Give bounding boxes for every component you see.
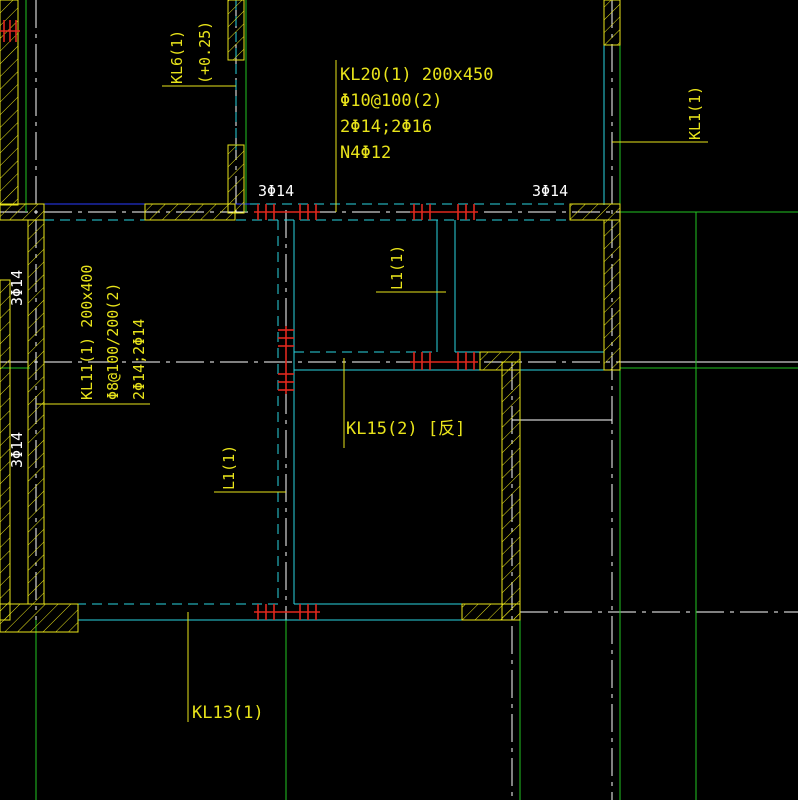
- wall-right-lower: [501, 361, 521, 621]
- label-kl11-stirrup: Φ8@100/200(2): [104, 283, 122, 400]
- label-left-bars-top: 3Φ14: [8, 270, 26, 306]
- hatched-walls: [0, 0, 621, 633]
- wall-left: [27, 219, 45, 605]
- label-top-left-bars: 3Φ14: [258, 182, 294, 200]
- label-l1-upper: L1(1): [388, 245, 406, 290]
- label-kl11-name: KL11(1) 200x400: [78, 265, 96, 400]
- annotations: KL6(1) (+0.25) KL20(1) 200x450 Φ10@100(2…: [8, 21, 704, 723]
- label-kl11-long: 2Φ14;2Φ14: [130, 319, 148, 400]
- label-kl6: KL6(1): [168, 30, 186, 84]
- label-kl1-right: KL1(1): [686, 86, 704, 140]
- label-kl6-offset: (+0.25): [196, 21, 214, 84]
- label-kl15: KL15(2) [反]: [346, 419, 465, 439]
- label-left-bars-bottom: 3Φ14: [8, 432, 26, 468]
- label-top-right-bars: 3Φ14: [532, 182, 568, 200]
- label-kl20-stirrup: Φ10@100(2): [340, 91, 442, 111]
- label-kl20-side: N4Φ12: [340, 143, 391, 163]
- label-kl20-name: KL20(1) 200x450: [340, 65, 494, 85]
- label-kl20-long: 2Φ14;2Φ16: [340, 117, 432, 137]
- column-top-right: [569, 203, 621, 221]
- rebar-ticks: [0, 20, 478, 620]
- column-bottom-left: [0, 603, 79, 633]
- leader-lines: [36, 60, 708, 722]
- label-kl13: KL13(1): [192, 703, 264, 723]
- label-l1-lower: L1(1): [220, 445, 238, 490]
